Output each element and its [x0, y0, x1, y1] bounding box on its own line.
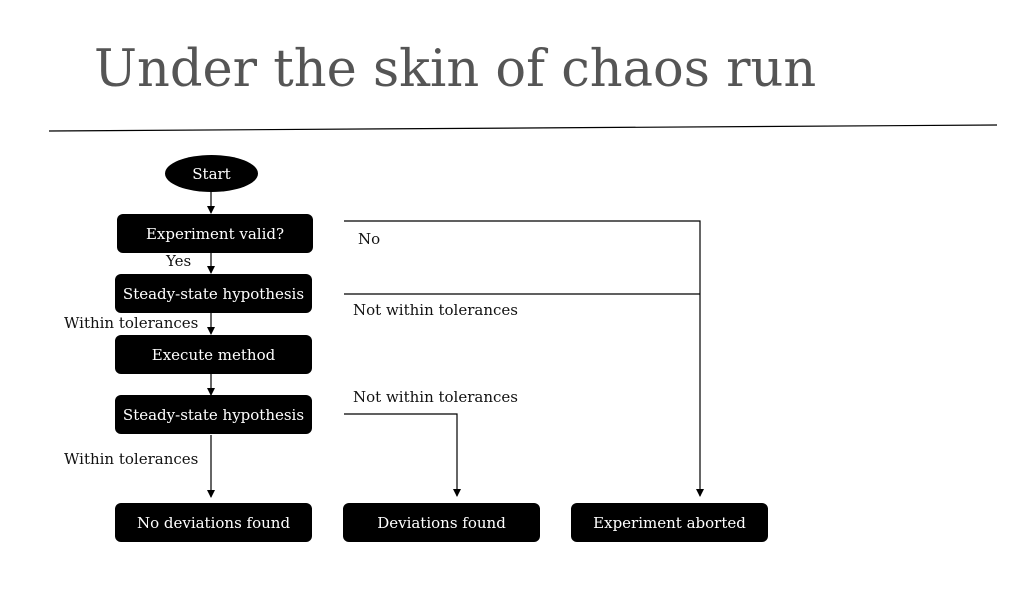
edge-label-within-tolerances-1: Within tolerances: [64, 314, 199, 332]
start-node: Start: [165, 155, 258, 192]
steady-state-hypothesis-node-2: Steady-state hypothesis: [115, 395, 312, 434]
experiment-aborted-node: Experiment aborted: [571, 503, 768, 542]
no-deviations-found-node: No deviations found: [115, 503, 312, 542]
title-divider: [48, 124, 998, 132]
edge-label-no: No: [358, 230, 381, 248]
deviations-found-node: Deviations found: [343, 503, 540, 542]
edge-label-yes: Yes: [166, 252, 192, 270]
edge-label-within-tolerances-2: Within tolerances: [64, 450, 199, 468]
experiment-valid-node: Experiment valid?: [117, 214, 313, 253]
edge-label-not-within-tolerances-2: Not within tolerances: [353, 388, 518, 406]
arrow-ssh2-not-within-to-deviations: [344, 413, 461, 497]
slide-title: Under the skin of chaos run: [94, 40, 817, 99]
execute-method-node: Execute method: [115, 335, 312, 374]
steady-state-hypothesis-node-1: Steady-state hypothesis: [115, 274, 312, 313]
edge-label-not-within-tolerances-1: Not within tolerances: [353, 301, 518, 319]
arrow-valid-no-to-aborted: [344, 220, 704, 497]
